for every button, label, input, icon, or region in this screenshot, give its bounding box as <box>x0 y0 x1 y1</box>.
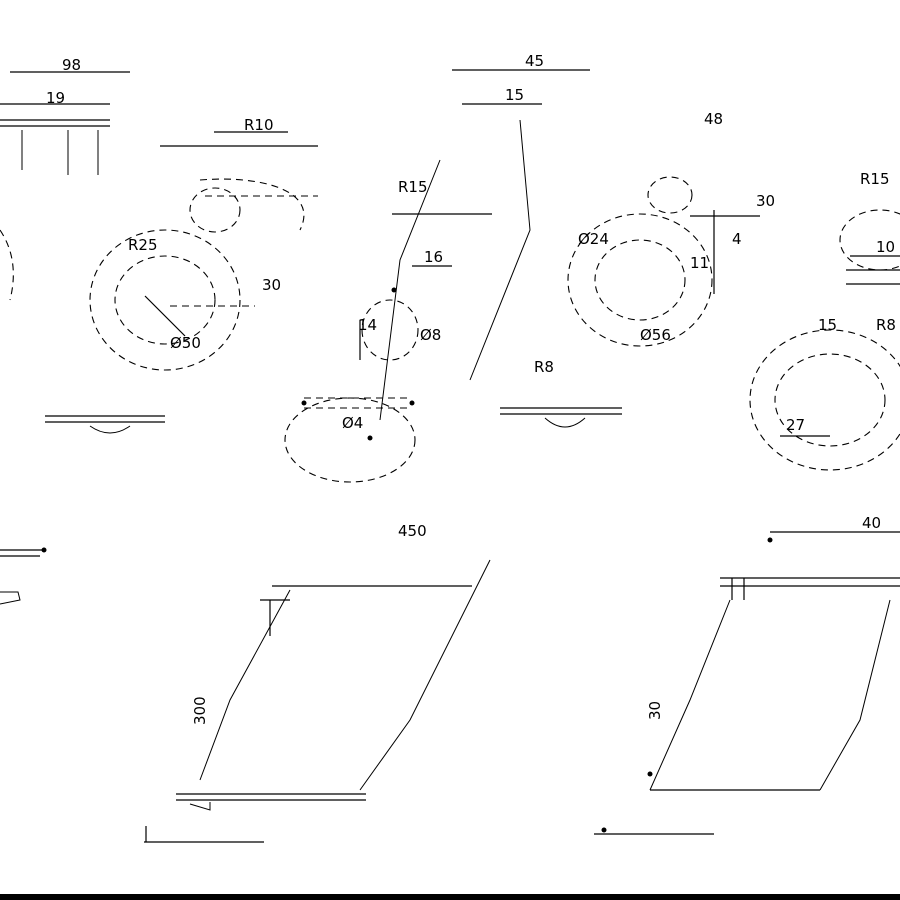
view-top-left: 98 19 R10 Ø50 R25 30 <box>0 56 318 434</box>
dim-label-small-tl: 19 <box>46 89 65 107</box>
view-far-right: R15 10 15 R8 27 <box>749 170 900 471</box>
dim-label-inner-tc: 15 <box>505 86 524 104</box>
outline-tc-left <box>379 159 441 421</box>
dim-label-side-tl: 30 <box>262 276 281 294</box>
dim-label-top-fr: R15 <box>860 170 890 188</box>
dim-label-side-br: 30 <box>646 701 664 720</box>
arc-tl-left <box>0 229 14 301</box>
dim-label-r-fr: R8 <box>876 316 896 334</box>
dim-label-diam-a-tr: Ø24 <box>578 230 609 248</box>
dim-label-h-fr: 15 <box>818 316 837 334</box>
view-bottom-center: 450 300 <box>144 522 491 843</box>
base-arc-tr <box>544 417 586 428</box>
outline-tc-right <box>469 119 531 381</box>
dim-label-slot-tc: 16 <box>424 248 443 266</box>
outline-br-right <box>819 599 891 791</box>
circle-tl-boss <box>189 187 241 233</box>
dim-label-hole-tc: Ø8 <box>420 326 441 344</box>
point-br-3 <box>601 827 607 833</box>
circle-tr-boss <box>647 176 693 214</box>
circle-tc-base <box>284 397 416 483</box>
dim-label-slot-tr: 11 <box>690 254 709 272</box>
point-tc-1 <box>391 287 397 293</box>
dim-label-depth-tc: 14 <box>358 316 377 334</box>
view-top-right: 48 30 Ø24 Ø56 4 R8 11 <box>500 110 775 428</box>
point-tc-3 <box>409 400 415 406</box>
circle-tl-outer <box>114 255 216 345</box>
outline-br-left <box>649 599 731 791</box>
point-bl <box>41 547 47 553</box>
circle-tr-inner <box>594 239 686 321</box>
circle-fr-top <box>839 209 900 271</box>
dim-label-top-br: 40 <box>862 514 881 532</box>
dim-label-overall-tc: 45 <box>525 52 544 70</box>
dim-label-block-tl: R10 <box>244 116 274 134</box>
dim-label-w-fr: 10 <box>876 238 895 256</box>
dim-label-small-tc: Ø4 <box>342 414 363 432</box>
dim-label-r-tr: R8 <box>534 358 554 376</box>
dim-label-radius-tc: R15 <box>398 178 428 196</box>
base-notch-bc <box>189 802 211 811</box>
dim-label-radius-tl: R25 <box>128 236 158 254</box>
view-bottom-right: 40 30 <box>594 514 900 835</box>
dim-label-height-tr: 30 <box>756 192 775 210</box>
point-tc-2 <box>301 400 307 406</box>
circle-tc-hole <box>361 299 419 361</box>
outline-bl <box>0 591 21 605</box>
outline-bc-left <box>199 589 291 781</box>
dim-label-diam-b-tr: Ø56 <box>640 326 671 344</box>
point-br-2 <box>647 771 653 777</box>
dim-label-top-bc: 450 <box>398 522 427 540</box>
circle-tr-outer <box>567 213 713 347</box>
dash-tl-1 <box>199 178 305 231</box>
bottom-border-bar <box>0 894 900 900</box>
dim-label-overall-tr: 48 <box>704 110 723 128</box>
dim-label-overall-tl: 98 <box>62 56 81 74</box>
outline-bc-right <box>359 559 491 791</box>
point-tc-4 <box>367 435 373 441</box>
base-arc-tl <box>89 425 131 434</box>
circle-fr-inner <box>774 353 886 447</box>
dim-label-base-fr: 27 <box>786 416 805 434</box>
dim-label-small-tr: 4 <box>732 230 742 248</box>
point-br-1 <box>767 537 773 543</box>
dim-label-side-bc: 300 <box>191 696 209 725</box>
leader-tl <box>144 295 186 337</box>
circle-fr-base <box>749 329 900 471</box>
view-top-center: 45 15 R15 16 14 Ø8 Ø4 <box>284 52 590 483</box>
view-bottom-left <box>0 547 47 605</box>
circle-tl-mid <box>89 229 241 371</box>
dim-label-diam-tl: Ø50 <box>170 334 201 352</box>
